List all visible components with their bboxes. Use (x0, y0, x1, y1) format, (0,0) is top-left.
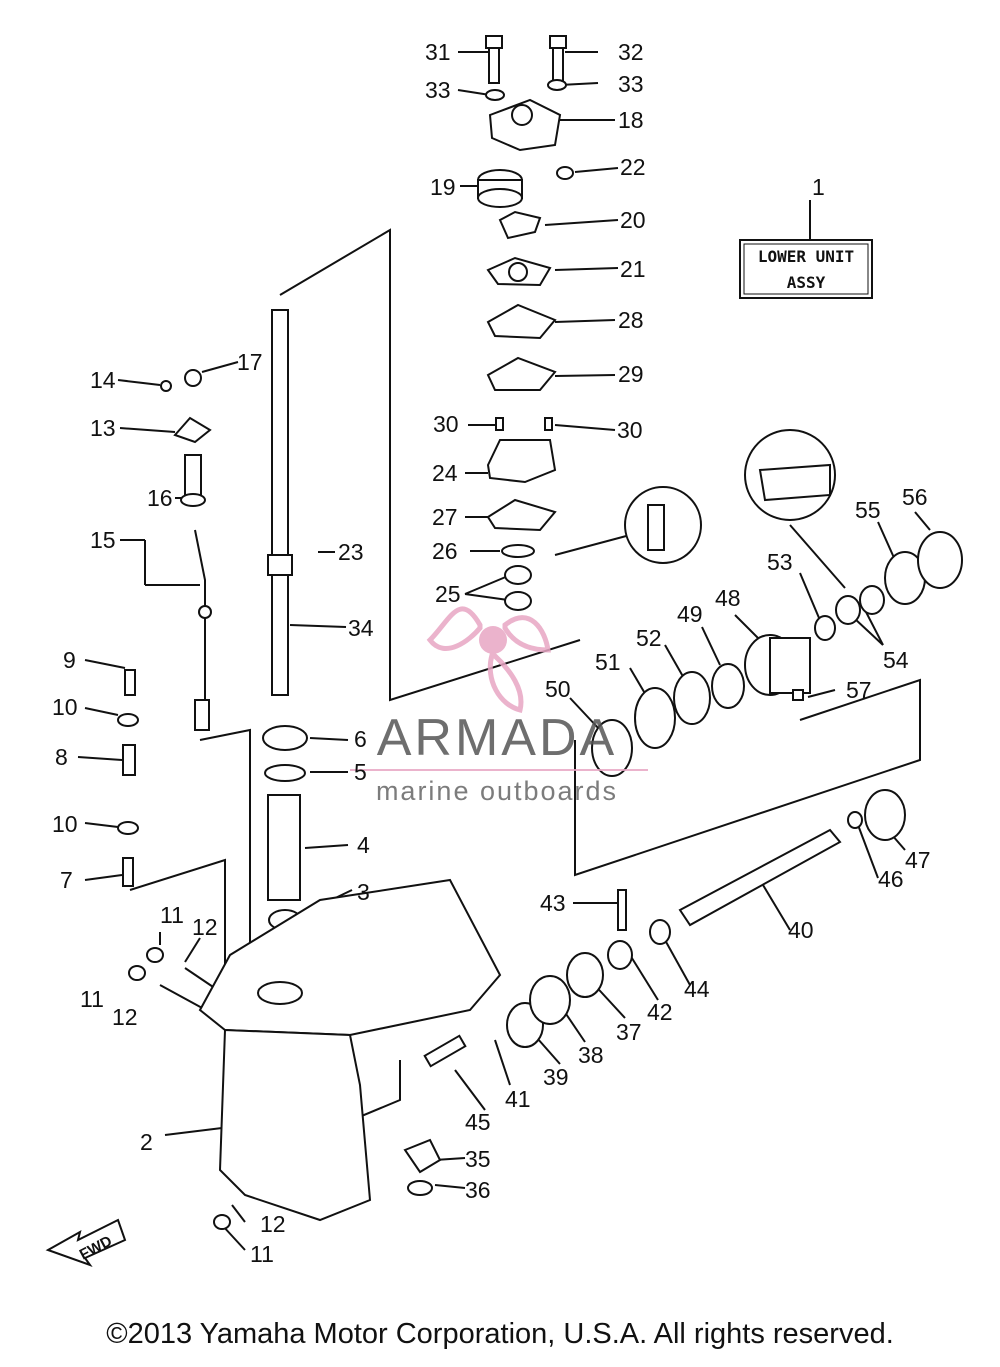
parts (117, 35, 963, 1230)
callout-label: 16 (147, 485, 173, 511)
callout-label: 30 (433, 411, 459, 437)
callout-label: 36 (465, 1177, 491, 1203)
callout-label: 18 (618, 107, 644, 133)
callout-label: 10 (52, 811, 78, 837)
callout-label: 11 (250, 1241, 274, 1267)
callout-label: 8 (55, 744, 68, 770)
callout-label: 38 (578, 1042, 604, 1068)
callout-label: 3 (357, 879, 370, 905)
callout-label: 2 (140, 1129, 153, 1155)
callout-label: 50 (545, 676, 571, 702)
armada-watermark: ARMADA marine outboards (350, 606, 648, 806)
callout-label: 1 (812, 174, 825, 200)
callout-label: 46 (878, 866, 904, 892)
callout-label: 26 (432, 538, 458, 564)
callout-label: 52 (636, 625, 662, 651)
callout-labels: 1 2 3 4 5 6 7 8 9 10 10 11 11 11 12 12 1… (52, 39, 931, 1267)
callout-label: 35 (465, 1146, 491, 1172)
callout-label: 11 (160, 902, 184, 928)
callout-label: 37 (616, 1019, 642, 1045)
callout-label: 41 (505, 1086, 531, 1112)
callout-label: 19 (430, 174, 456, 200)
callout-label: 34 (348, 615, 374, 641)
assy-line2: ASSY (787, 273, 826, 292)
callout-label: 9 (63, 647, 76, 673)
callout-label: 12 (192, 914, 218, 940)
callout-label: 12 (260, 1211, 286, 1237)
callout-label: 23 (338, 539, 364, 565)
callout-label: 43 (540, 890, 566, 916)
callout-label: 48 (715, 585, 741, 611)
callout-label: 33 (425, 77, 451, 103)
callout-label: 24 (432, 460, 458, 486)
callout-label: 15 (90, 527, 116, 553)
lower-unit-assy-box: LOWER UNIT ASSY (739, 239, 873, 299)
callout-label: 31 (425, 39, 451, 65)
callout-label: 57 (846, 677, 872, 703)
callout-label: 14 (90, 367, 116, 393)
copyright-notice: ©2013 Yamaha Motor Corporation, U.S.A. A… (106, 1318, 894, 1350)
callout-label: 47 (905, 847, 931, 873)
callout-label: 53 (767, 549, 793, 575)
callout-label: 40 (788, 917, 814, 943)
callout-label: 22 (620, 154, 646, 180)
callout-label: 39 (543, 1064, 569, 1090)
assy-line1: LOWER UNIT (758, 247, 854, 266)
callout-label: 27 (432, 504, 458, 530)
callout-label: 17 (237, 349, 263, 375)
callout-label: 45 (465, 1109, 491, 1135)
callout-label: 28 (618, 307, 644, 333)
callout-label: 42 (647, 999, 673, 1025)
callout-label: 6 (354, 726, 367, 752)
callout-label: 11 (80, 986, 104, 1012)
callout-label: 29 (618, 361, 644, 387)
callout-label: 51 (595, 649, 621, 675)
callout-label: 4 (357, 832, 370, 858)
callout-label: 13 (90, 415, 116, 441)
callout-label: 30 (617, 417, 643, 443)
callout-label: 5 (354, 759, 367, 785)
callout-label: 20 (620, 207, 646, 233)
callout-label: 10 (52, 694, 78, 720)
callout-label: 44 (684, 976, 710, 1002)
callout-label: 56 (902, 484, 928, 510)
watermark-subtitle: marine outboards (376, 776, 618, 806)
callout-label: 32 (618, 39, 644, 65)
callout-label: 12 (112, 1004, 138, 1030)
callout-label: 33 (618, 71, 644, 97)
callout-label: 55 (855, 497, 881, 523)
diagram-lines (77, 51, 931, 1251)
callout-label: 21 (620, 256, 646, 282)
watermark-title: ARMADA (377, 709, 617, 767)
fwd-arrow: FWD (45, 1218, 127, 1268)
callout-label: 54 (883, 647, 909, 673)
callout-label: 25 (435, 581, 461, 607)
callout-label: 7 (60, 867, 73, 893)
callout-label: 49 (677, 601, 703, 627)
